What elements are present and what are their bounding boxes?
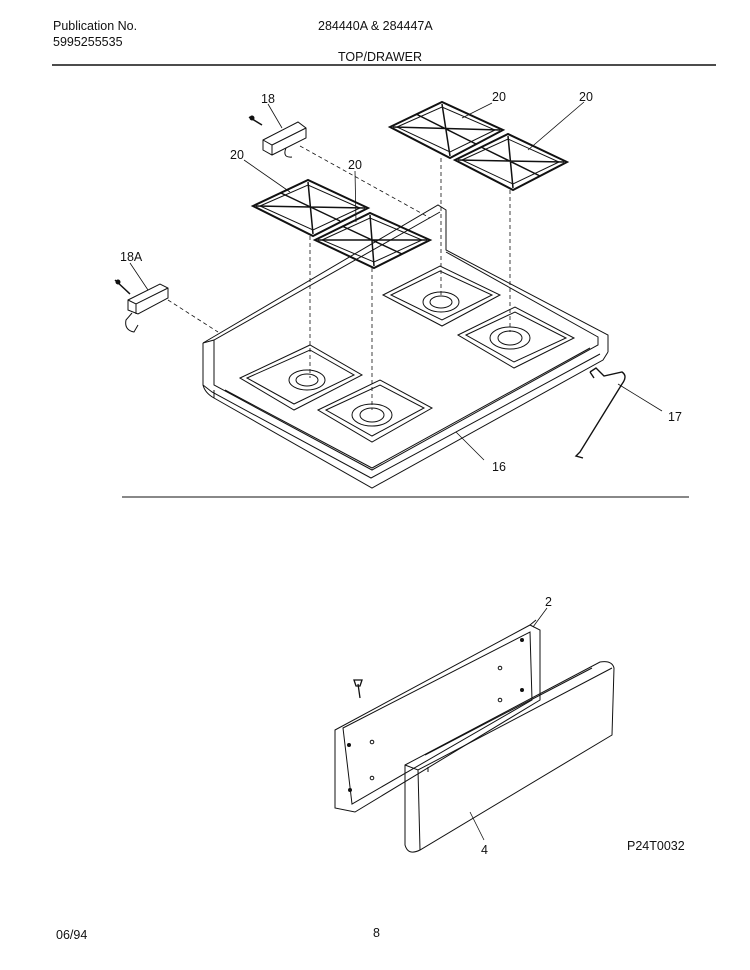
callout-4: 4 xyxy=(481,843,488,857)
grate-front-left xyxy=(253,180,368,236)
grate-rear-left xyxy=(390,102,503,158)
model-numbers: 284440A & 284447A xyxy=(318,19,433,33)
page-number: 8 xyxy=(373,926,380,940)
drawer-screw xyxy=(354,680,362,698)
callout-20-front-left: 20 xyxy=(230,148,244,162)
burner-pan-rear-right xyxy=(458,307,574,368)
drawer-front-panel-4 xyxy=(405,662,614,853)
burner-pan-rear-left xyxy=(383,266,500,326)
hinge-bracket-18a xyxy=(115,280,168,332)
callout-2: 2 xyxy=(545,595,552,609)
callout-18: 18 xyxy=(261,92,275,106)
callout-20-front-right: 20 xyxy=(348,158,362,172)
publication-number: 5995255535 xyxy=(53,35,123,49)
leader-lines-drawer xyxy=(470,608,547,840)
leader-lines-top xyxy=(130,102,662,460)
figure-code: P24T0032 xyxy=(627,839,685,853)
section-title: TOP/DRAWER xyxy=(338,50,423,64)
cooktop-panel xyxy=(203,205,608,488)
assembly-guide-lines xyxy=(168,146,510,410)
hinge-bracket-18 xyxy=(249,116,306,157)
grate-rear-right xyxy=(455,134,567,190)
callout-20-rear-left: 20 xyxy=(492,90,506,104)
burner-pan-front-left xyxy=(240,345,362,410)
publication-label: Publication No. xyxy=(53,19,138,33)
callout-16: 16 xyxy=(492,460,506,474)
callout-18a: 18A xyxy=(120,250,143,264)
wire-retainer-17 xyxy=(576,368,625,458)
callout-20-rear-right: 20 xyxy=(579,90,593,104)
grate-front-right xyxy=(315,213,430,268)
callout-17: 17 xyxy=(668,410,682,424)
drawer-back-panel-2 xyxy=(335,620,540,812)
footer-date: 06/94 xyxy=(56,928,88,942)
